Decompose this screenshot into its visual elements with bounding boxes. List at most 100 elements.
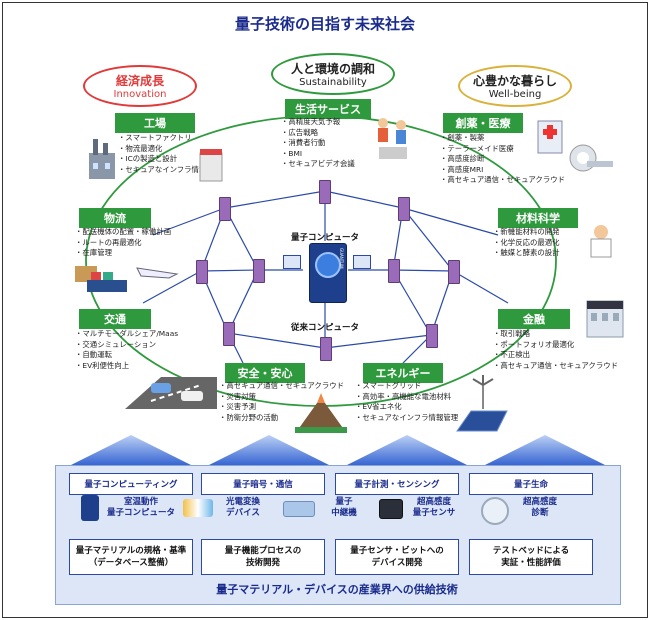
env-ja: 人と環境の調和 <box>290 62 375 76</box>
server-node <box>426 324 438 348</box>
list-item: ルートの再最適化 <box>75 238 171 249</box>
list-item: 消費者行動 <box>281 138 355 149</box>
area-safety-label: 安全・安心 <box>225 363 305 383</box>
server-node <box>388 259 400 283</box>
arrow-up-icon <box>205 435 333 467</box>
quantum-computer-device: GUANTUM <box>309 243 347 303</box>
wellbeing-en: Well-being <box>488 89 542 100</box>
solar-wind-icon <box>456 375 508 432</box>
list-item: 高感度MRI <box>440 165 565 176</box>
wellbeing-ja: 心豊かな暮らし <box>472 74 557 88</box>
server-node <box>223 322 235 346</box>
quantum-computer-label: 量子コンピュータ <box>290 233 359 243</box>
supply-box-2: 量子機能プロセスの技術開発 <box>201 539 325 575</box>
server-node <box>398 197 410 221</box>
people-icon <box>378 118 407 159</box>
supply-line: デバイス開発 <box>371 558 423 568</box>
list-item: マルチモーダルシェア/Maas <box>75 329 178 340</box>
list-item: 在庫管理 <box>75 248 171 259</box>
supply-box-3: 量子センサ・ビットへのデバイス開発 <box>335 539 459 575</box>
area-factory-list: スマートファクトリ 物流最適化 ICの製造と設計 セキュアなインフラ情報管理 <box>118 133 221 175</box>
list-item: 高セキュア通信・セキュアクラウド <box>493 361 618 372</box>
tab-quantum-computing: 量子コンピューティング <box>69 473 193 495</box>
list-item: セキュアなインフラ情報管理 <box>118 165 221 176</box>
area-finance-list: 取引戦略 ポートフォリオ最適化 不正検出 高セキュア通信・セキュアクラウド <box>493 329 618 371</box>
list-item: 新機能材料の開発 <box>493 227 559 238</box>
page-title: 量子技術の目指す未来社会 <box>234 15 415 33</box>
area-factory-label: 工場 <box>115 113 195 133</box>
list-item: 災害予測 <box>219 402 344 413</box>
scientist-icon <box>590 225 612 258</box>
repeater-icon <box>283 501 315 517</box>
server-node <box>196 260 208 284</box>
env-oval: 人と環境の調和 Sustainability <box>271 53 395 95</box>
server-node <box>448 260 460 284</box>
list-item: EV省エネ化 <box>355 402 458 413</box>
device-line: 超高感度 <box>416 497 451 507</box>
list-item: 高精度天気予報 <box>281 117 355 128</box>
factory-icon <box>89 139 115 179</box>
server-node <box>253 259 265 283</box>
list-item: スマートファクトリ <box>118 133 221 144</box>
list-item: 広告戦略 <box>281 128 355 139</box>
list-item: 防衛分野の活動 <box>219 413 344 424</box>
supply-line: 量子マテリアルの規格・基準 <box>75 546 187 556</box>
list-item: 高セキュア通信・セキュアクラウド <box>440 175 565 186</box>
area-energy-list: スマートグリッド 高効率・高機能な電池材料 EV省エネ化 セキュアなインフラ情報… <box>355 381 458 423</box>
server-node <box>219 197 231 221</box>
device-line: 量子コンピュータ <box>106 508 175 518</box>
traffic-icon <box>125 377 217 409</box>
device-line: 光電変換 <box>225 497 260 507</box>
list-item: 触媒と酵素の設計 <box>493 248 559 259</box>
list-item: ICの製造と設計 <box>118 154 221 165</box>
diagnosis-icon <box>481 497 509 525</box>
store-icon <box>199 149 223 182</box>
area-logistics-list: 配送機体の配置・稼働計画 ルートの再最適化 在庫管理 <box>75 227 171 259</box>
list-item: 交通シミュレーション <box>75 340 178 351</box>
economy-ja: 経済成長 <box>115 74 164 88</box>
list-item: 配送機体の配置・稼働計画 <box>75 227 171 238</box>
device-5: 超高感度 診断 <box>509 497 571 519</box>
mri-icon <box>569 144 613 172</box>
wellbeing-oval: 心豊かな暮らし Well-being <box>458 65 572 107</box>
device-line: デバイス <box>226 508 260 518</box>
list-item: 取引戦略 <box>493 329 618 340</box>
area-transport-list: マルチモーダルシェア/Maas 交通シミュレーション 自動運転 EV利便性向上 <box>75 329 178 371</box>
supply-box-4: テストベッドによる実証・性能評価 <box>469 539 593 575</box>
quantum-core-icon <box>315 252 341 278</box>
list-item: 不正検出 <box>493 350 618 361</box>
server-node <box>320 337 332 361</box>
area-life-list: 高精度天気予報 広告戦略 消費者行動 BMI セキュアビデオ会議 <box>281 117 355 170</box>
list-item: 化学反応の最適化 <box>493 238 559 249</box>
device-line: 量子 <box>335 497 353 507</box>
area-transport-label: 交通 <box>79 309 151 329</box>
list-item: テーラーメイド医療 <box>440 144 565 155</box>
list-item: 物流最適化 <box>118 144 221 155</box>
list-item: 創薬・製薬 <box>440 133 565 144</box>
device-line: 超高感度 <box>522 497 557 507</box>
tab-quantum-sensing: 量子計測・センシング <box>335 473 459 495</box>
economy-oval: 経済成長 Innovation <box>83 65 197 107</box>
area-logistics-label: 物流 <box>79 208 151 228</box>
area-life-label: 生活サービス <box>285 99 371 119</box>
list-item: ポートフォリオ最適化 <box>493 340 618 351</box>
device-line: 診断 <box>531 508 549 518</box>
supply-line: 量子機能プロセスの <box>224 546 302 556</box>
list-item: 高セキュア通信・セキュアクラウド <box>219 381 344 392</box>
env-en: Sustainability <box>299 77 367 88</box>
list-item: 自動運転 <box>75 350 178 361</box>
device-line: 室温動作 <box>123 497 158 507</box>
device-2: 光電変換 デバイス <box>213 497 273 519</box>
area-finance-label: 金融 <box>498 309 570 329</box>
list-item: EV利便性向上 <box>75 361 178 372</box>
device-line: 量子センサ <box>412 508 456 518</box>
area-materials-list: 新機能材料の開発 化学反応の最適化 触媒と酵素の設計 <box>493 227 559 259</box>
area-materials-label: 材料科学 <box>498 208 578 228</box>
list-item: BMI <box>281 149 355 160</box>
area-energy-label: エネルギー <box>363 363 443 383</box>
qc-device-icon <box>81 495 99 521</box>
device-4: 超高感度 量子センサ <box>401 497 467 519</box>
tab-quantum-life: 量子生命 <box>469 473 593 495</box>
bank-icon <box>586 300 624 338</box>
